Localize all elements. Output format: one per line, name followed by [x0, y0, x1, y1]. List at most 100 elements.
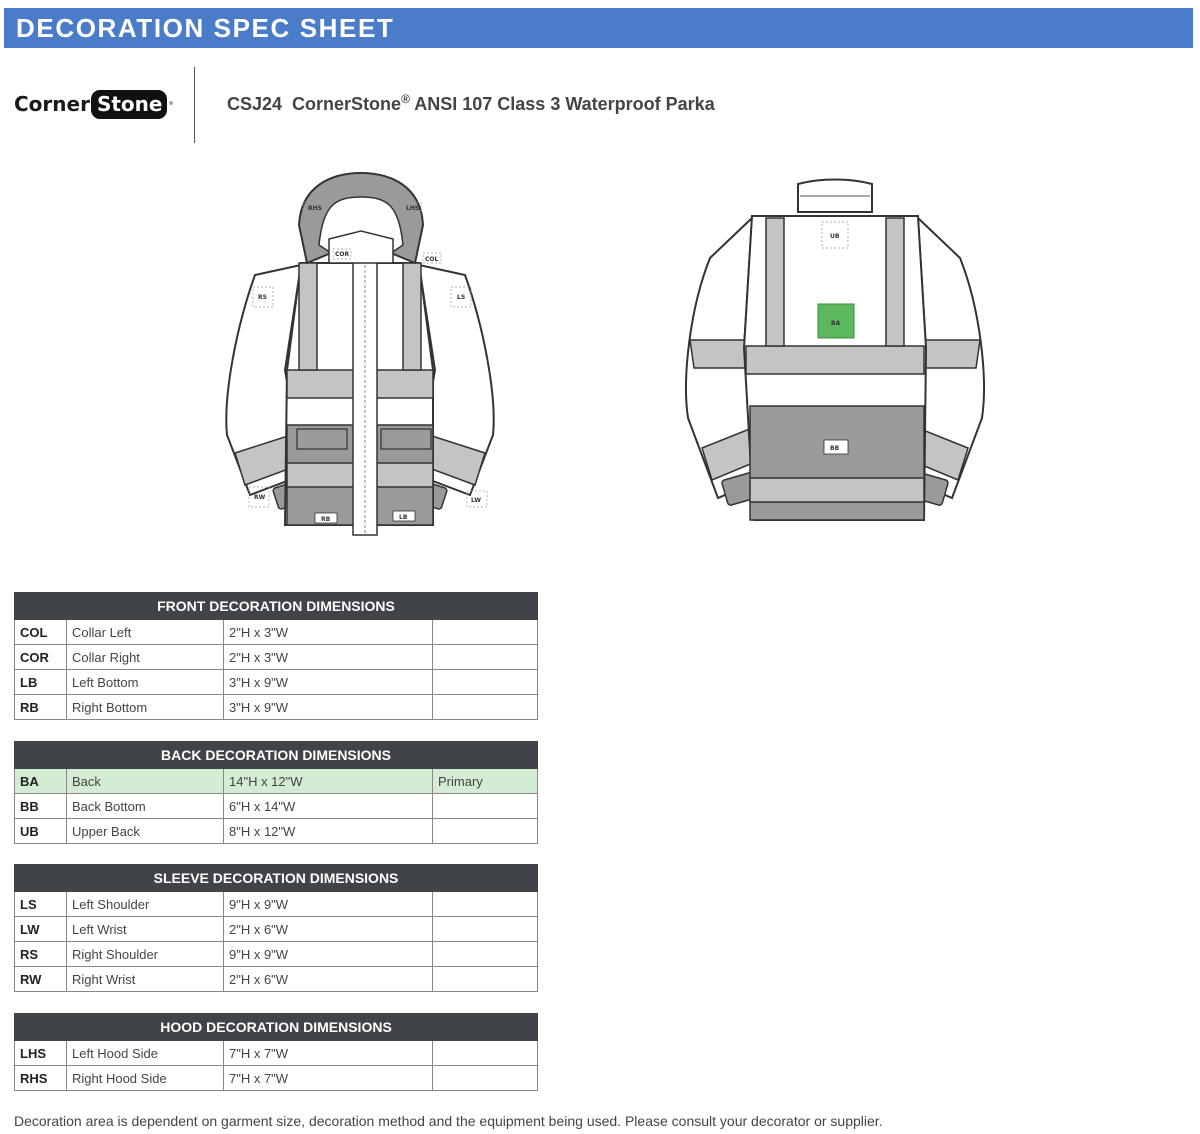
zone-location: Right Hood Side: [66, 1065, 224, 1091]
zone-code: RW: [14, 966, 67, 992]
back-label-bb: BB: [830, 445, 840, 452]
zone-location: Back: [66, 768, 224, 794]
front-view-drawing: RHS LHS COR COL RS LS RW LW RB LB: [225, 171, 495, 536]
sleeve-table-title: SLEEVE DECORATION DIMENSIONS: [13, 864, 539, 892]
zone-size: 7"H x 7"W: [223, 1040, 433, 1066]
zone-size: 3"H x 9"W: [223, 669, 433, 695]
zone-size: 2"H x 6"W: [223, 916, 433, 942]
front-label-cor: COR: [335, 251, 350, 258]
back-label-ub: UB: [830, 233, 840, 240]
zone-code: BA: [14, 768, 67, 794]
zone-note: [432, 619, 538, 645]
front-label-lhs: LHS: [406, 205, 419, 212]
footer-note: Decoration area is dependent on garment …: [14, 1113, 883, 1129]
zone-location: Collar Right: [66, 644, 224, 670]
product-brand: CornerStone: [292, 94, 402, 114]
zone-code: UB: [14, 818, 67, 844]
back-label-ba: BA: [831, 320, 841, 327]
zone-location: Left Bottom: [66, 669, 224, 695]
registered-mark: ®: [401, 92, 410, 106]
zone-size: 9"H x 9"W: [223, 891, 433, 917]
zone-size: 3"H x 9"W: [223, 694, 433, 720]
front-label-rs: RS: [258, 294, 267, 301]
zone-code: LB: [14, 669, 67, 695]
zone-code: COL: [14, 619, 67, 645]
hood-table-title: HOOD DECORATION DIMENSIONS: [13, 1013, 539, 1041]
zone-size: 2"H x 3"W: [223, 619, 433, 645]
product-title: CSJ24 CornerStone® ANSI 107 Class 3 Water…: [227, 92, 715, 115]
front-label-ls: LS: [457, 294, 465, 301]
back-table-title: BACK DECORATION DIMENSIONS: [13, 741, 539, 769]
front-label-col: COL: [425, 256, 439, 263]
zone-size: 2"H x 6"W: [223, 966, 433, 992]
brand-name-left: Corner: [14, 92, 90, 116]
zone-note: [431, 966, 539, 992]
zone-location: Back Bottom: [66, 793, 224, 819]
zone-note: [432, 644, 538, 670]
product-code: CSJ24: [227, 94, 283, 114]
zone-size: 14"H x 12"W: [223, 768, 433, 794]
zone-code: COR: [14, 644, 67, 670]
zone-note: [432, 669, 538, 695]
zone-note: [431, 793, 539, 819]
zone-location: Left Shoulder: [66, 891, 224, 917]
back-primary-zone: [817, 303, 855, 339]
brand-name-right: Stone: [90, 89, 168, 119]
zone-code: LS: [14, 891, 67, 917]
zone-note: [432, 694, 538, 720]
zone-note: Primary: [431, 768, 539, 794]
zone-size: 2"H x 3"W: [223, 644, 433, 670]
zone-note: [431, 891, 539, 917]
zone-location: Left Hood Side: [66, 1040, 224, 1066]
header-divider: [194, 67, 195, 143]
zone-size: 9"H x 9"W: [223, 941, 433, 967]
zone-code: RHS: [14, 1065, 67, 1091]
back-view-drawing: UB BA BB: [685, 178, 985, 521]
zone-size: 6"H x 14"W: [223, 793, 433, 819]
zone-code: BB: [14, 793, 67, 819]
zone-code: LHS: [14, 1040, 67, 1066]
zone-location: Right Wrist: [66, 966, 224, 992]
zone-location: Right Shoulder: [66, 941, 224, 967]
zone-location: Upper Back: [66, 818, 224, 844]
zone-code: LW: [14, 916, 67, 942]
title-banner: DECORATION SPEC SHEET: [4, 8, 1193, 48]
zone-code: RB: [14, 694, 67, 720]
trademark-mark: ®: [168, 101, 174, 107]
zone-note: [431, 916, 539, 942]
front-table-title: FRONT DECORATION DIMENSIONS: [14, 592, 538, 620]
zone-location: Right Bottom: [66, 694, 224, 720]
front-label-lw: LW: [471, 497, 481, 504]
front-label-rhs: RHS: [308, 205, 322, 212]
zone-note: [431, 1065, 539, 1091]
zone-size: 7"H x 7"W: [223, 1065, 433, 1091]
zone-location: Left Wrist: [66, 916, 224, 942]
zone-size: 8"H x 12"W: [223, 818, 433, 844]
front-label-lb: LB: [399, 514, 408, 521]
zone-note: [431, 941, 539, 967]
zone-note: [431, 1040, 539, 1066]
product-name: ANSI 107 Class 3 Waterproof Parka: [414, 94, 715, 114]
front-label-rb: RB: [321, 516, 331, 523]
zone-location: Collar Left: [66, 619, 224, 645]
front-label-rw: RW: [254, 494, 266, 501]
zone-code: RS: [14, 941, 67, 967]
page-title: DECORATION SPEC SHEET: [16, 13, 395, 43]
